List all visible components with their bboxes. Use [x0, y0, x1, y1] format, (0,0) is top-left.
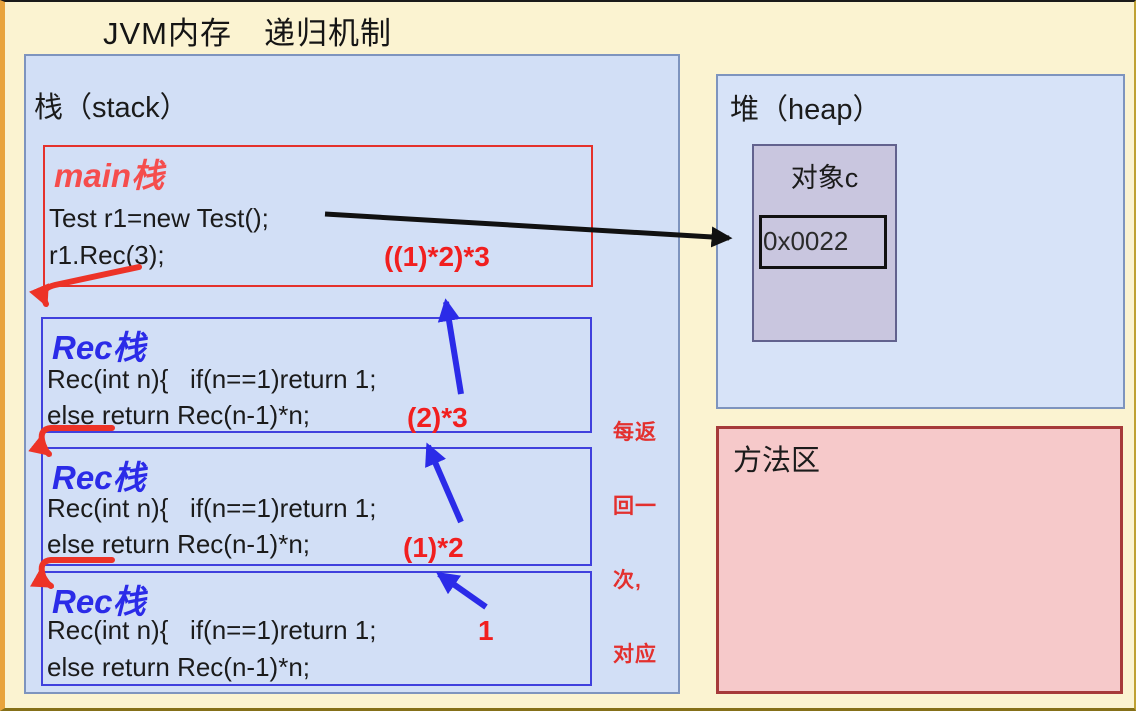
main-code-line1: Test r1=new Test(); — [49, 203, 269, 233]
heap-object-box: 对象c 0x0022 — [752, 144, 897, 342]
method-area-region: 方法区 — [716, 426, 1123, 694]
main-code-line2: r1.Rec(3); — [49, 240, 165, 270]
rec-frame-3-label: Rec栈 — [52, 583, 146, 620]
rec-frame-2-result: (1)*2 — [403, 532, 464, 563]
method-area-label: 方法区 — [733, 445, 821, 477]
release-note-line: 对应 — [613, 642, 657, 666]
main-stack-frame: main栈 Test r1=new Test(); r1.Rec(3); ((1… — [43, 145, 593, 287]
object-address-value: 0x0022 — [763, 226, 849, 256]
rec-stack-frame-1: Rec栈 Rec(int n){ if(n==1)return 1; else … — [41, 317, 592, 433]
rec-frame-3-result: 1 — [478, 615, 494, 646]
rec-frame-3-line2: else return Rec(n-1)*n; — [47, 652, 310, 682]
release-note-line: 次, — [613, 568, 642, 592]
rec-stack-frame-3: Rec栈 Rec(int n){ if(n==1)return 1; else … — [41, 571, 592, 686]
heap-region: 堆（heap） 对象c 0x0022 — [716, 74, 1125, 409]
rec-frame-2-label: Rec栈 — [52, 459, 146, 496]
rec-frame-1-line2: else return Rec(n-1)*n; — [47, 400, 310, 430]
rec-frame-1-result: (2)*3 — [407, 402, 468, 433]
heap-label: 堆（heap） — [730, 94, 882, 126]
main-frame-label: main栈 — [54, 157, 165, 194]
page-title: JVM内存 递归机制 — [103, 16, 392, 51]
stack-region: 栈（stack） main栈 Test r1=new Test(); r1.Re… — [24, 54, 680, 694]
rec-frame-1-label: Rec栈 — [52, 329, 146, 366]
release-note-line: 每返 — [613, 421, 657, 445]
rec-frame-3-line1: Rec(int n){ if(n==1)return 1; — [47, 615, 377, 645]
rec-stack-frame-2: Rec栈 Rec(int n){ if(n==1)return 1; else … — [41, 447, 592, 566]
release-note: 每返 回一 次, 对应 栈就 会被 释放 — [613, 372, 677, 708]
heap-object-label: 对象c — [790, 163, 859, 193]
rec-frame-2-line1: Rec(int n){ if(n==1)return 1; — [47, 493, 377, 523]
release-note-line: 回一 — [613, 494, 657, 518]
object-address-box: 0x0022 — [759, 215, 887, 269]
stack-label: 栈（stack） — [34, 92, 189, 124]
main-result-value: ((1)*2)*3 — [384, 241, 490, 272]
rec-frame-1-line1: Rec(int n){ if(n==1)return 1; — [47, 364, 377, 394]
rec-frame-2-line2: else return Rec(n-1)*n; — [47, 529, 310, 559]
